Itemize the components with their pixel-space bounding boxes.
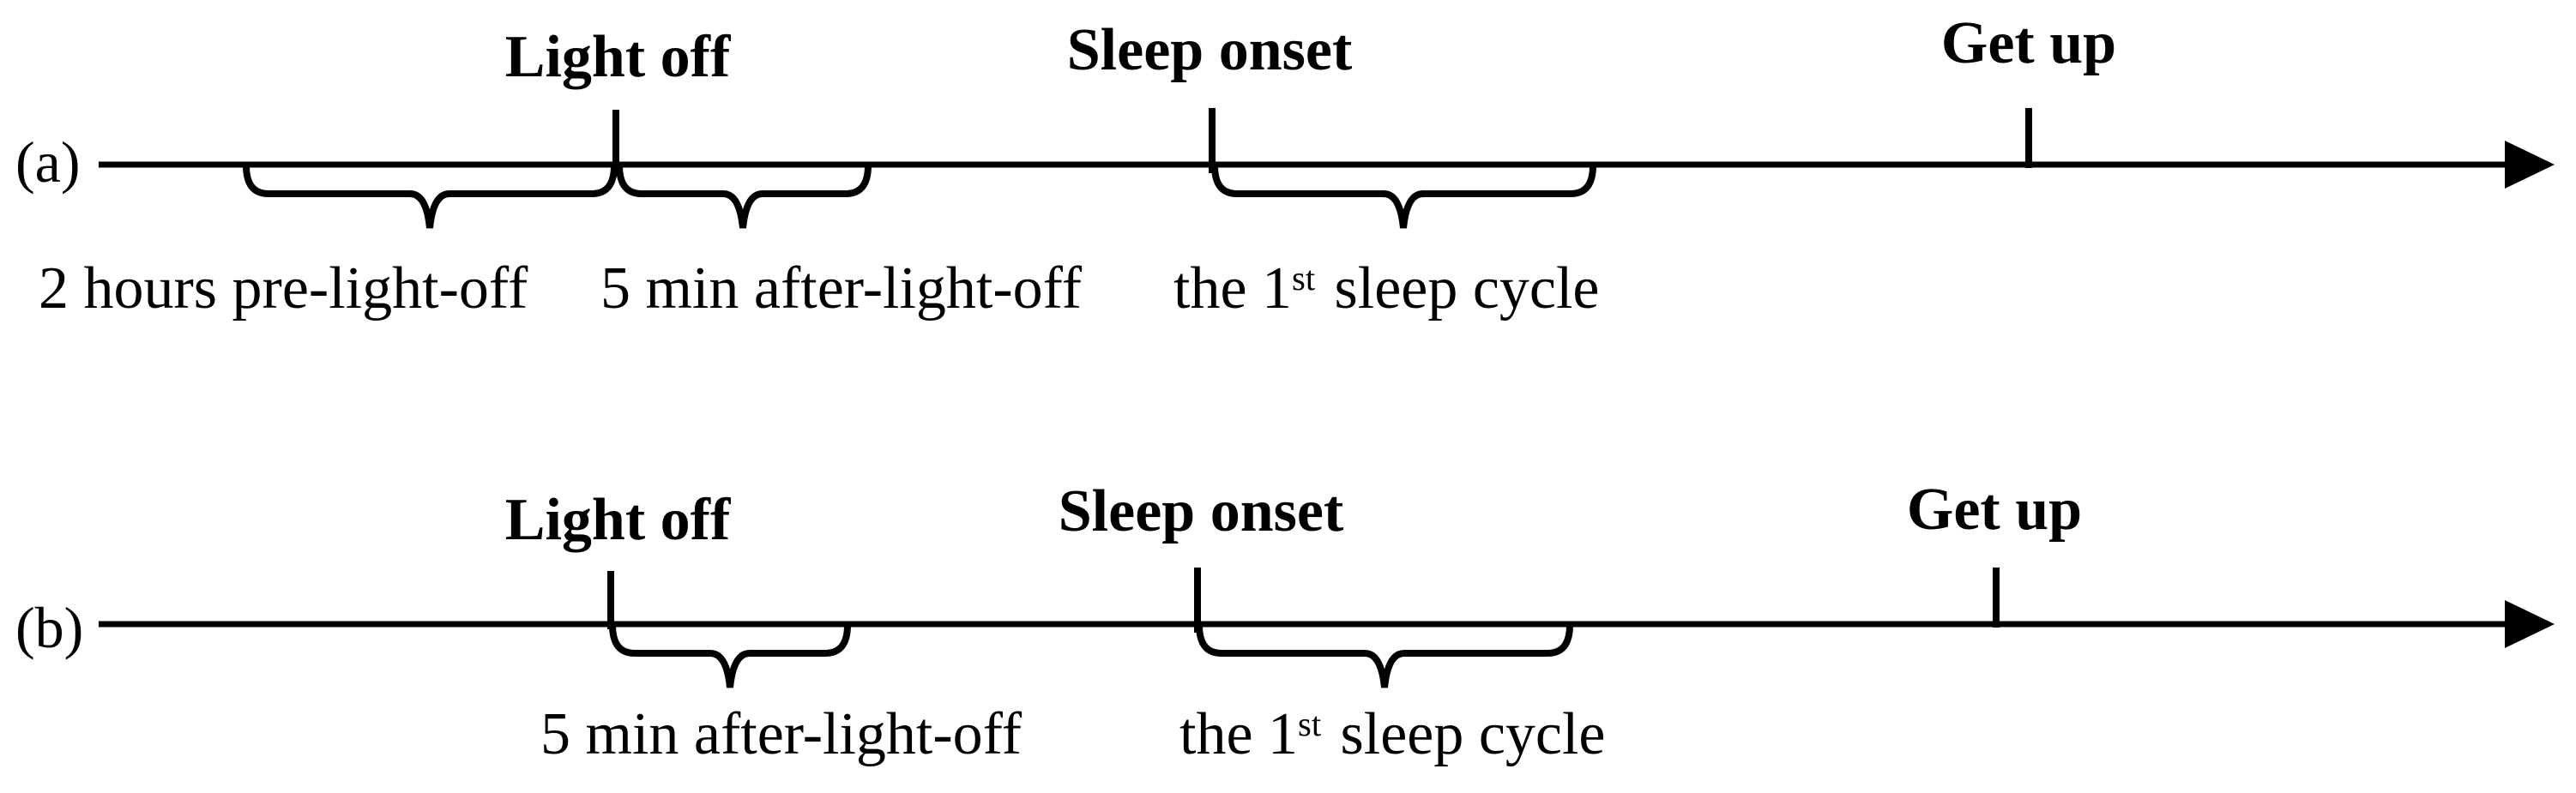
- brace-b-first-sleep-cycle: [1196, 624, 1573, 688]
- brace-a-first-sleep-cycle: [1211, 165, 1596, 229]
- brace-b-after-light-off: [609, 624, 851, 688]
- interval-label-after-light-off-a: 5 min after-light-off: [600, 255, 1083, 321]
- panel-b-label: (b): [15, 595, 84, 660]
- panel-a-label: (a): [15, 129, 81, 195]
- event-label-get-up-b: Get up: [1906, 477, 2083, 543]
- timeline-a: [99, 108, 2555, 229]
- timeline-b-arrowhead-icon: [2505, 600, 2555, 648]
- event-label-sleep-onset-b: Sleep onset: [1058, 478, 1344, 544]
- interval-text-suffix: sleep cycle: [1334, 255, 1600, 321]
- interval-label-after-light-off-b: 5 min after-light-off: [540, 701, 1023, 767]
- interval-label-pre-light-off-a: 2 hours pre-light-off: [39, 255, 528, 321]
- timeline-b: [99, 568, 2555, 688]
- event-label-sleep-onset-a: Sleep onset: [1066, 17, 1353, 83]
- event-label-get-up-a: Get up: [1940, 10, 2117, 76]
- timeline-a-arrowhead-icon: [2505, 141, 2555, 189]
- brace-a-after-light-off: [616, 165, 872, 229]
- ordinal-superscript: st: [1298, 704, 1322, 743]
- interval-text-prefix: the 1: [1179, 701, 1299, 767]
- event-label-light-off-b: Light off: [504, 487, 731, 553]
- interval-text-prefix: the 1: [1173, 255, 1293, 321]
- interval-text-suffix: sleep cycle: [1340, 701, 1606, 767]
- ordinal-superscript: st: [1292, 258, 1316, 297]
- event-label-light-off-a: Light off: [504, 24, 731, 90]
- brace-a-pre-light-off: [243, 165, 618, 229]
